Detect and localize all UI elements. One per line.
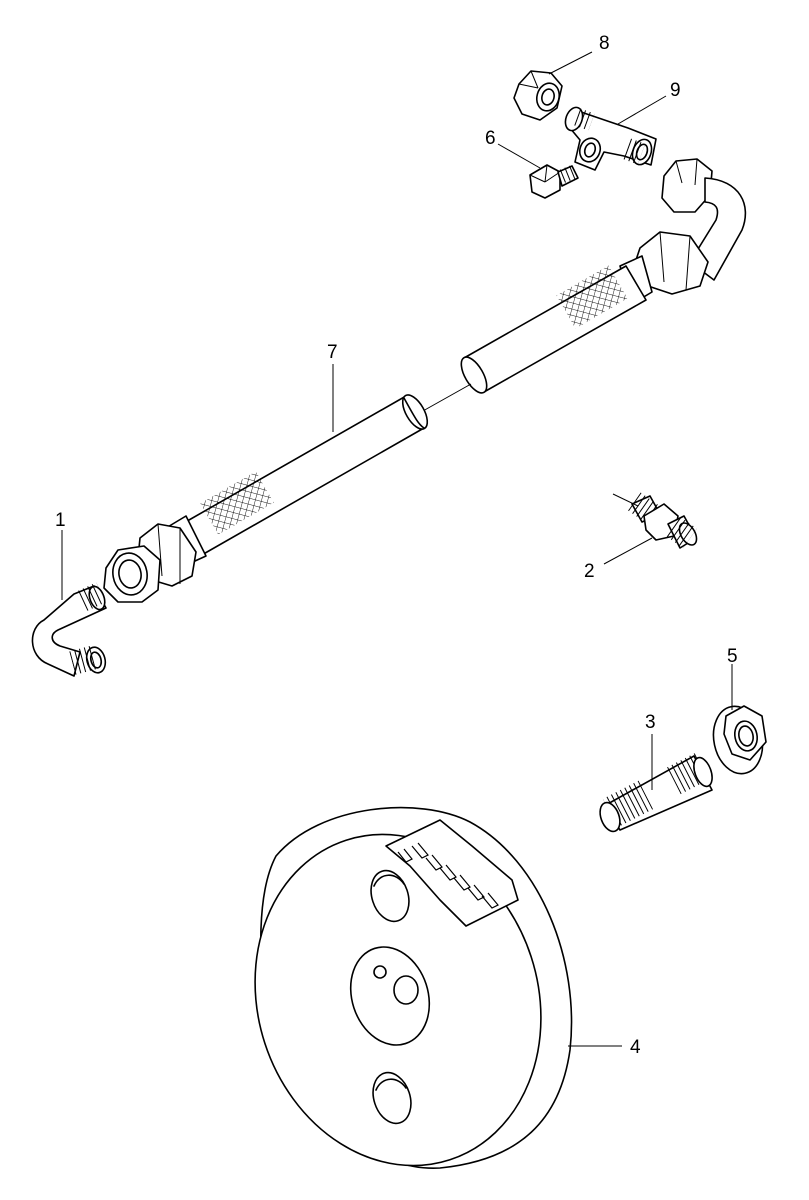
part-2-adapter-nipple <box>628 492 698 549</box>
part-7-hose-lower <box>103 394 429 603</box>
label-part-9: 9 <box>670 80 681 101</box>
part-5-flange-nut <box>712 705 767 775</box>
part-6-bolt <box>529 164 579 199</box>
label-part-8: 8 <box>599 33 610 54</box>
part-labels: 8 9 6 7 1 2 5 3 4 <box>55 33 738 1058</box>
label-part-6: 6 <box>485 128 496 149</box>
label-part-3: 3 <box>645 712 656 733</box>
label-part-5: 5 <box>727 646 738 667</box>
label-part-7: 7 <box>327 342 338 363</box>
label-part-2: 2 <box>584 561 595 582</box>
part-4-geared-disc <box>254 806 573 1169</box>
label-part-1: 1 <box>55 510 66 531</box>
part-1-elbow-pipe <box>31 582 107 677</box>
part-3-threaded-stud <box>599 751 713 833</box>
leader-lines <box>61 51 733 1047</box>
part-9-tee-fitting <box>564 106 657 171</box>
part-7-hose-upper <box>460 158 747 394</box>
label-part-4: 4 <box>630 1037 641 1058</box>
part-8-hex-nut <box>513 70 563 121</box>
